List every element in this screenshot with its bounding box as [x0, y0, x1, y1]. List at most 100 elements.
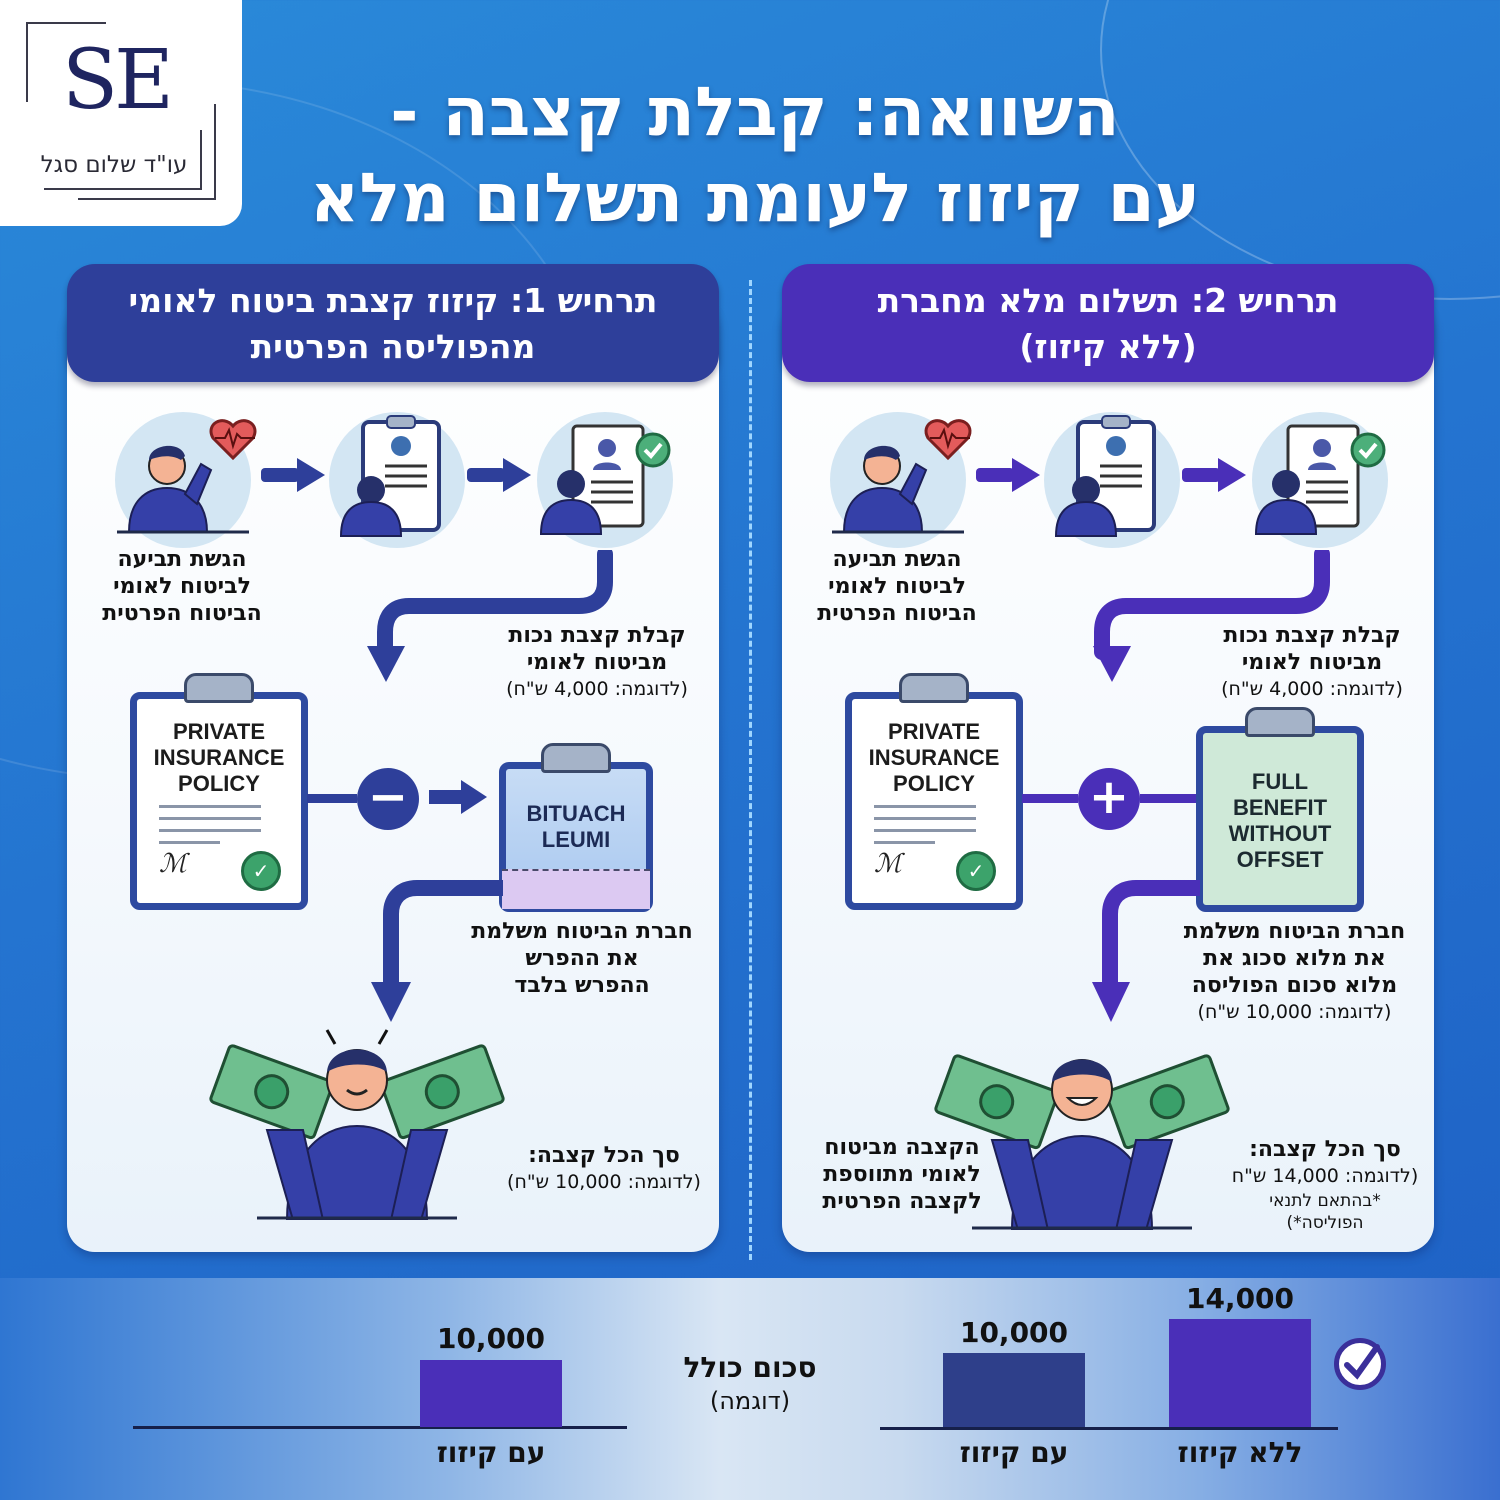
- logo-frame: [44, 130, 202, 190]
- chart-title: סכום כולל: [683, 1351, 817, 1384]
- full-benefit-label-line: FULL: [1251, 769, 1309, 794]
- nii-text-line: מביטוח לאומי: [1241, 650, 1383, 675]
- nii-text-line: קבלת קצבת נכות: [1223, 623, 1401, 648]
- dashed-divider: [749, 280, 752, 1260]
- total-title: סך הכל קצבה:: [1249, 1137, 1401, 1162]
- scenario2-nii-text: קבלת קצבת נכות מביטוח לאומי (לדוגמה: 4,0…: [1192, 622, 1432, 703]
- scenario2-extra-text: הקצבה מביטוח לאומי מתווספת לקצבה הפרטית: [802, 1134, 1002, 1215]
- person-headache-heart-icon: [830, 412, 972, 548]
- nii-text-line: קבלת קצבת נכות: [508, 623, 686, 648]
- bituach-label: BITUACH LEUMI: [506, 801, 646, 853]
- logo-name: עו"ד שלום סגל: [40, 152, 188, 178]
- bituach-label-line: BITUACH: [526, 801, 626, 826]
- pay-text-line: את מלוא סכוג את: [1203, 946, 1386, 971]
- scenario2-panel: תרחיש 2: תשלום מלא מחברת (ללא קיזוז): [782, 264, 1434, 1252]
- bar-value: 10,000: [959, 1316, 1069, 1349]
- person-headache-heart-icon: [115, 412, 257, 548]
- private-policy-clipboard-icon: PRIVATE INSURANCE POLICY ℳ ✓: [845, 673, 1023, 910]
- curved-arrow-down-icon: [367, 550, 613, 682]
- plus-icon: +: [1078, 768, 1140, 830]
- signature-icon: ℳ: [874, 849, 902, 879]
- step-label-line: הגשת תביעה: [117, 547, 247, 572]
- person-clipboard-icon: [329, 412, 465, 548]
- title-line1: השוואה: קבלת קצבה -: [390, 73, 1120, 152]
- scenario2-total: סך הכל קצבה: (לדוגמה: 14,000 ש"ח *בהתאם …: [1220, 1136, 1430, 1234]
- approval-seal-icon: ✓: [956, 851, 996, 891]
- pay-text-line: חברת הביטוח משלמת: [1183, 919, 1406, 944]
- scenario2-header-line2: (ללא קיזוז): [1019, 327, 1197, 366]
- scenario1-panel: תרחיש 1: קיזוז קצבת ביטוח לאומי מהפוליסה…: [67, 264, 719, 1252]
- total-note: *בהתאם לתנאי: [1269, 1191, 1381, 1211]
- scenario1-pay-text: חברת הביטוח משלמת את ההפרש ההפרש בלבד: [452, 918, 712, 999]
- full-benefit-label-line: OFFSET: [1236, 847, 1324, 872]
- bar-value: 10,000: [436, 1322, 546, 1355]
- bar-scenario2-with-offset: [943, 1353, 1085, 1427]
- scenario1-header-line1: תרחיש 1: קיזוז קצבת ביטוח לאומי: [128, 281, 658, 320]
- check-circle-icon: [1334, 1338, 1386, 1390]
- scenario2-pay-text: חברת הביטוח משלמת את מלוא סכוג את מלוא ס…: [1162, 918, 1427, 1026]
- step-label-line: הגשת תביעה: [832, 547, 962, 572]
- text-lines: [159, 805, 261, 853]
- page-title: השוואה: קבלת קצבה - עם קיזוז לעומת תשלום…: [250, 70, 1260, 242]
- full-benefit-label-line: BENEFIT: [1232, 795, 1328, 820]
- bar-category: עם קיזוז: [436, 1436, 546, 1469]
- connector-line: [1140, 794, 1196, 803]
- approval-seal-icon: ✓: [241, 851, 281, 891]
- logo-frame: [78, 104, 216, 200]
- full-benefit-label-line: WITHOUT: [1228, 821, 1332, 846]
- chart-subtitle: (דוגמה): [709, 1387, 791, 1415]
- clipboard-clip: [1245, 707, 1315, 737]
- person-approved-document-icon: [537, 412, 673, 548]
- scenario1-nii-text: קבלת קצבת נכות מביטוח לאומי (לדוגמה: 4,0…: [477, 622, 717, 703]
- step-label-line: הביטוח הפרטית: [102, 601, 262, 626]
- minus-icon: −: [357, 768, 419, 830]
- curved-arrow-down-icon: [1092, 880, 1200, 1022]
- total-title: סך הכל קצבה:: [528, 1143, 680, 1168]
- scenario1-step-label: הגשת תביעה לביטוח לאומי הביטוח הפרטית: [87, 546, 277, 627]
- policy-label-line: POLICY: [893, 771, 975, 796]
- logo: SE עו"ד שלום סגל: [0, 0, 242, 226]
- person-holding-money-icon: [209, 1029, 505, 1220]
- full-benefit-label: FULL BENEFIT WITHOUT OFFSET: [1203, 769, 1357, 873]
- bar-category: עם קיזוז: [959, 1436, 1069, 1469]
- person-holding-money-icon: [934, 1054, 1230, 1230]
- policy-label-line: INSURANCE: [153, 745, 285, 770]
- arrow-right-icon: [261, 458, 325, 492]
- connector-line: [307, 794, 357, 803]
- total-note: הפוליסה*): [1286, 1213, 1364, 1233]
- nii-text-line: מביטוח לאומי: [526, 650, 668, 675]
- scenario1-total: סך הכל קצבה: (לדוגמה: 10,000 ש"ח): [499, 1142, 709, 1196]
- pay-example: (לדוגמה: 10,000 ש"ח): [1197, 1001, 1392, 1023]
- step-label-line: לביטוח לאומי: [113, 574, 251, 599]
- bar-category: ללא קיזוז: [1177, 1436, 1303, 1469]
- title-line2: עם קיזוז לעומת תשלום מלא: [309, 159, 1201, 238]
- policy-label-line: PRIVATE: [887, 719, 981, 744]
- total-example: (לדוגמה: 14,000 ש"ח: [1231, 1165, 1419, 1187]
- pay-text-line: חברת הביטוח משלמת: [471, 919, 693, 944]
- total-example: (לדוגמה: 10,000 ש"ח): [507, 1171, 701, 1193]
- scenario2-header: תרחיש 2: תשלום מלא מחברת (ללא קיזוז): [782, 264, 1434, 382]
- policy-label: PRIVATE INSURANCE POLICY: [137, 719, 301, 797]
- arrow-right-icon: [429, 780, 487, 814]
- extra-text-line: לאומי מתווספת: [823, 1162, 981, 1187]
- logo-frame: [26, 22, 106, 102]
- bituach-leumi-clipboard-icon: BITUACH LEUMI: [499, 743, 653, 912]
- pay-text-line: מלוא סכום הפוליסה: [1191, 973, 1398, 998]
- bar-scenario2-without-offset: [1169, 1319, 1311, 1427]
- policy-label-line: POLICY: [178, 771, 260, 796]
- bituach-label-line: LEUMI: [541, 827, 611, 852]
- pay-text-line: את ההפרש: [525, 946, 639, 971]
- scenario1-header: תרחיש 1: קיזוז קצבת ביטוח לאומי מהפוליסה…: [67, 264, 719, 382]
- nii-example: (לדוגמה: 4,000 ש"ח): [1221, 678, 1403, 700]
- bar-scenario1-with-offset: [420, 1360, 562, 1427]
- chart-baseline: [880, 1427, 1338, 1430]
- policy-label: PRIVATE INSURANCE POLICY: [852, 719, 1016, 797]
- bar-value: 14,000: [1185, 1282, 1295, 1315]
- chart-label: סכום כולל (דוגמה): [660, 1352, 840, 1417]
- clipboard-clip: [184, 673, 254, 703]
- logo-mark: SE: [62, 33, 174, 128]
- scenario2-step-label: הגשת תביעה לביטוח לאומי הביטוח הפרטית: [802, 546, 992, 627]
- step-label-line: הביטוח הפרטית: [817, 601, 977, 626]
- scenario1-header-line2: מהפוליסה הפרטית: [250, 327, 536, 366]
- chart-baseline: [133, 1426, 627, 1429]
